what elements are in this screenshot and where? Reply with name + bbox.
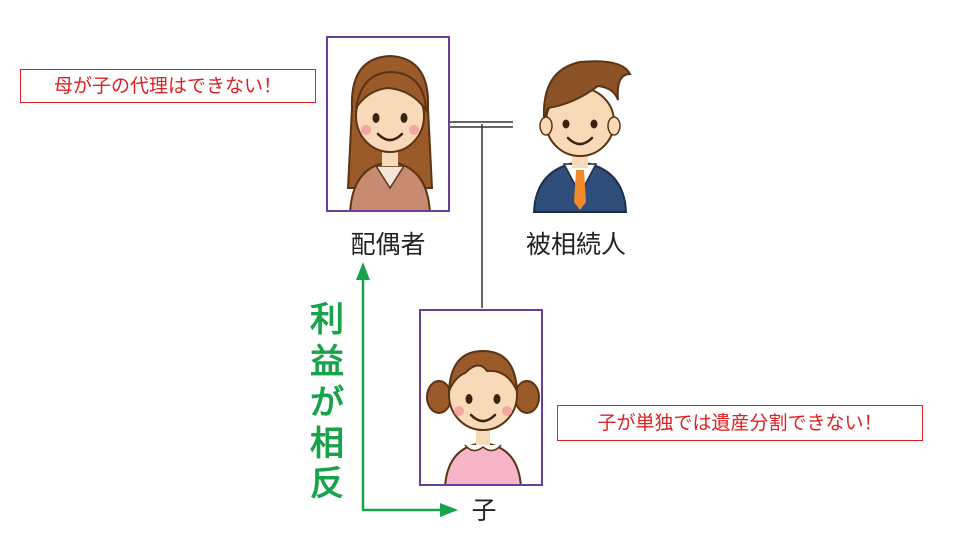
child-portrait-frame <box>419 309 543 486</box>
conflict-char-3: が <box>310 383 344 423</box>
child-label: 子 <box>471 496 497 525</box>
conflict-char-4: 相 <box>310 424 344 464</box>
conflict-char-2: 益 <box>310 342 344 382</box>
spouse-illustration <box>346 54 434 210</box>
spouse-label: 配偶者 <box>350 230 426 259</box>
conflict-arrow-up-head <box>356 262 370 280</box>
child-illustration <box>426 349 540 484</box>
child-callout: 子が単独では遺産分割できない！ <box>557 405 923 441</box>
conflict-arrow-right-head <box>440 503 458 517</box>
conflict-char-1: 利 <box>310 300 344 340</box>
conflict-char-5: 反 <box>310 464 344 504</box>
spouse-portrait-frame <box>326 36 450 212</box>
deceased-label: 被相続人 <box>525 230 626 259</box>
mother-callout: 母が子の代理はできない！ <box>20 69 316 103</box>
